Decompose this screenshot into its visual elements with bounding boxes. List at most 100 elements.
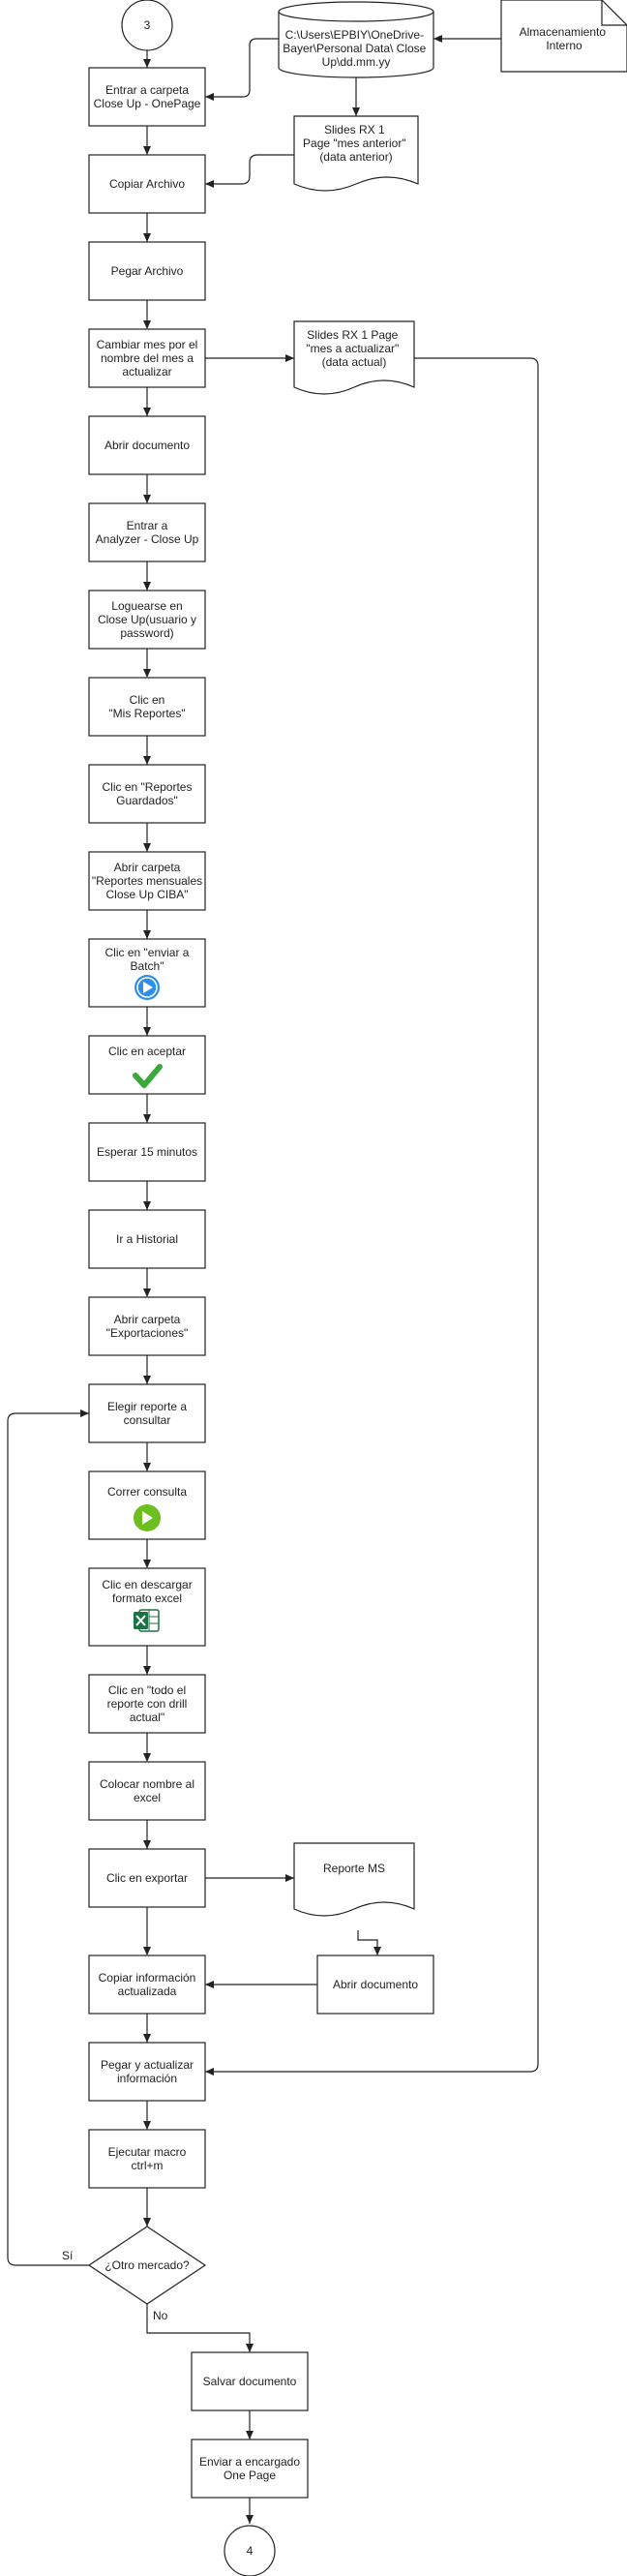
step-wait-15-box (88, 1122, 206, 1182)
document-previous-line: Page "mes anterior" (303, 136, 406, 150)
document-current-text: Slides RX 1 Page "mes a actualizar" (dat… (306, 328, 402, 369)
document-previous-line: (data anterior) (319, 150, 392, 164)
step-paste-file: Pegar Archivo (88, 241, 206, 301)
step-copy-file: Copiar Archivo (88, 154, 206, 214)
step-accept-label: Clic en aceptar (108, 1045, 186, 1058)
step-saved-reports-box (88, 764, 206, 824)
step-open-exports-box (88, 1296, 206, 1356)
step-history-label-line: Ir a Historial (116, 1232, 178, 1246)
step-copy-file-label: Copiar Archivo (109, 177, 185, 191)
step-download-excel-label-line: formato excel (112, 1591, 182, 1605)
step-export-box (88, 1848, 206, 1908)
step-send-to-batch-label-line: Batch" (131, 959, 164, 973)
step-run-macro-box (88, 2129, 206, 2189)
step-wait-15: Esperar 15 minutos (88, 1122, 206, 1182)
step-enter-folder-label-line: Entrar a carpeta (105, 83, 189, 97)
step-accept-label-line: Clic en aceptar (108, 1045, 186, 1058)
step-run-macro-label-line: Ejecutar macro (108, 2145, 187, 2159)
step-change-month-box (88, 328, 206, 388)
step-enter-analyzer-box (88, 502, 206, 562)
document-previous-line: Slides RX 1 (324, 123, 385, 136)
step-open-monthly-folder-label-line: "Reportes mensuales (92, 874, 202, 888)
step-open-exports-label-line: "Exportaciones" (106, 1326, 189, 1340)
checkmark-icon (133, 1064, 163, 1088)
step-change-month-label-line: actualizar (122, 365, 171, 379)
document-current-month: Slides RX 1 Page "mes a actualizar" (dat… (293, 320, 415, 395)
step-open-document: Abrir documento (88, 415, 206, 475)
step-name-excel-label-line: excel (134, 1791, 161, 1804)
step-paste-update-info-label-line: información (117, 2072, 177, 2085)
step-download-excel-label-line: Clic en descargar (102, 1578, 192, 1591)
step-my-reports-box (88, 677, 206, 737)
step-saved-reports-label-line: Guardados" (116, 794, 178, 807)
step-change-month-label-line: nombre del mes a (101, 351, 194, 365)
step-open-monthly-folder-label-line: Close Up CIBA" (106, 888, 189, 901)
step-paste-update-info-label-line: Pegar y actualizar (101, 2058, 194, 2072)
process-open-document-right: Abrir documento (316, 1955, 434, 2015)
step-paste-file-box (88, 241, 206, 301)
step-copy-file-label-line: Copiar Archivo (109, 177, 185, 191)
step-full-report-drill-label-line: actual" (130, 1711, 164, 1724)
step-send-to-batch-label-line: Clic en "enviar a (105, 946, 190, 959)
step-full-report-drill-box (88, 1674, 206, 1734)
step-login-box (88, 590, 206, 650)
document-report-label: Reporte MS (323, 1862, 385, 1875)
step-run-macro-label-line: ctrl+m (132, 2159, 164, 2172)
storage-path-line: Up\dd.mm.yy (322, 55, 391, 69)
connector-start-label: 3 (144, 18, 151, 32)
step-my-reports-label: Clic en"Mis Reportes" (108, 693, 185, 720)
internal-storage-line: Interno (546, 39, 582, 52)
decision-other-market: ¿Otro mercado? (87, 2226, 207, 2305)
connector-end: 4 (224, 2525, 276, 2576)
no-branch-label: No (153, 2309, 168, 2322)
step-paste-update-info-box (88, 2042, 206, 2102)
document-current-line: "mes a actualizar" (306, 342, 399, 355)
step-open-monthly-folder-box (88, 851, 206, 911)
play-icon-ring (136, 977, 158, 998)
storage-cylinder: C:\Users\EPBIY\OneDrive- Bayer\Personal … (278, 1, 434, 78)
step-enter-folder-label-line: Close Up - OnePage (94, 97, 201, 110)
step-login-label-line: Close Up(usuario y (98, 613, 196, 626)
document-current-line: Slides RX 1 Page (307, 328, 398, 342)
step-enter-analyzer-label-line: Entrar a (127, 519, 168, 532)
step-name-excel-box (88, 1761, 206, 1821)
storage-path-line: C:\Users\EPBIY\OneDrive- (285, 28, 424, 42)
internal-storage-note: Almacenamiento Interno (500, 0, 627, 73)
step-open-document-label-line: Abrir documento (104, 439, 190, 452)
storage-path-line: Bayer\Personal Data\ Close (283, 42, 426, 55)
step-copy-updated-info-box (88, 1955, 206, 2015)
step-save-document: Salvar documento (191, 2351, 309, 2411)
step-open-exports: Abrir carpeta"Exportaciones" (88, 1296, 206, 1356)
step-copy-file-box (88, 154, 206, 214)
step-open-document-box (88, 415, 206, 475)
document-previous-text: Slides RX 1 Page "mes anterior" (data an… (303, 123, 409, 164)
step-export-label-line: Clic en exportar (106, 1871, 188, 1885)
step-copy-updated-info-label-line: Copiar información (99, 1971, 196, 1985)
step-full-report-drill-label-line: reporte con drill (107, 1697, 188, 1711)
step-history-label: Ir a Historial (116, 1232, 178, 1246)
step-login-label-line: password) (120, 626, 173, 640)
step-history-box (88, 1209, 206, 1269)
document-current-line: (data actual) (322, 355, 387, 369)
play-icon-triangle (142, 1511, 153, 1525)
